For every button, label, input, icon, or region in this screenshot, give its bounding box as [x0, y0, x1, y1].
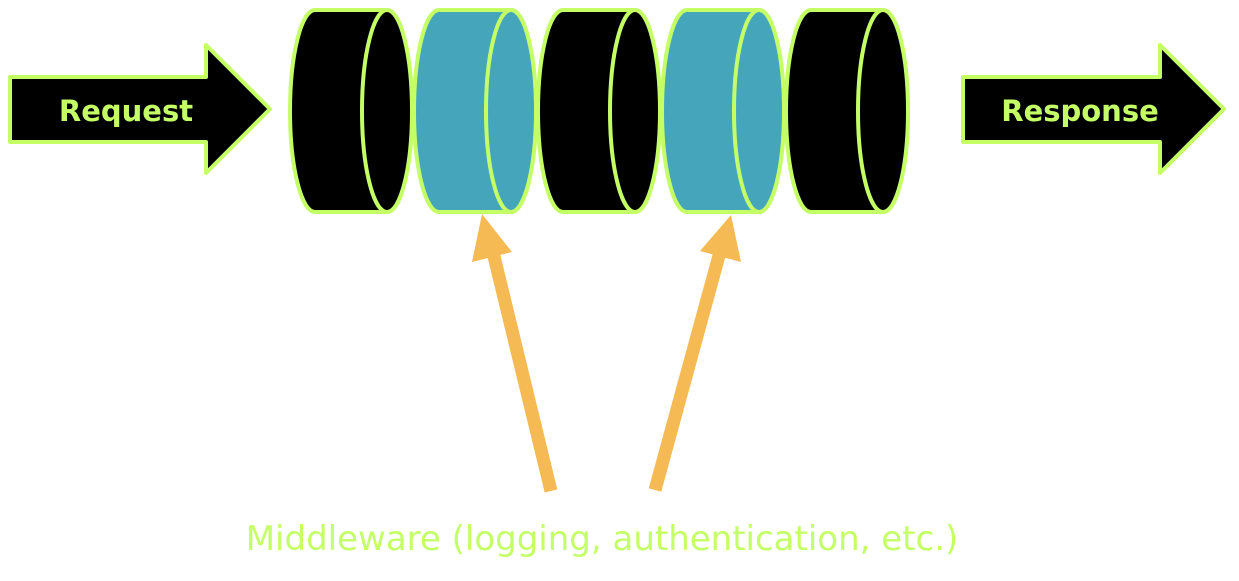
pointer-2-head: [700, 215, 741, 262]
middleware-caption: Middleware (logging, authentication, etc…: [246, 519, 959, 559]
cylinder-end-cap: [484, 8, 538, 214]
pointer-1-shaft: [485, 246, 558, 493]
pointer-1-head: [472, 214, 512, 262]
pipeline-segment-1-stage: [288, 8, 414, 214]
pipeline-segment-4-middleware: [660, 8, 786, 214]
request-arrow-shape: [8, 43, 272, 175]
pointer-2-shaft: [648, 250, 727, 492]
pipeline-segment-5-stage: [784, 8, 910, 214]
request-arrow: Request: [8, 43, 272, 175]
response-arrow: Response: [961, 43, 1226, 175]
middleware-pointer-2: [648, 215, 741, 492]
response-label: Response: [1001, 94, 1159, 128]
cylinder-end-cap: [360, 8, 414, 214]
cylinder-end-cap: [608, 8, 662, 214]
pipeline-segment-2-middleware: [412, 8, 538, 214]
pipeline-segment-3-stage: [536, 8, 662, 214]
cylinder-end-cap: [856, 8, 910, 214]
request-label: Request: [59, 94, 193, 128]
cylinder-end-cap: [732, 8, 786, 214]
response-arrow-shape: [961, 43, 1226, 175]
pipeline: [288, 8, 910, 214]
middleware-pointer-1: [472, 214, 558, 493]
